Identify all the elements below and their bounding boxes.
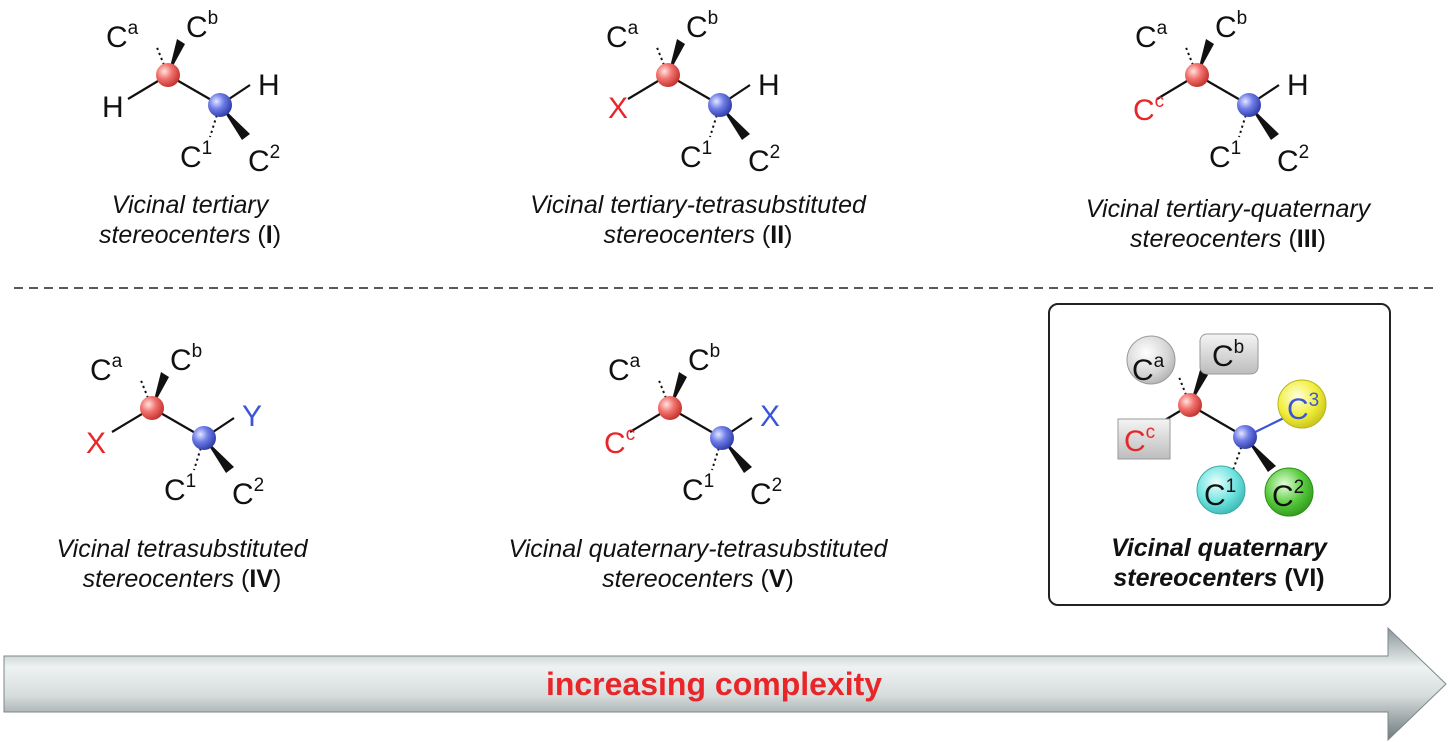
right-stereocenter-ball (710, 426, 734, 450)
cc-highlight (1117, 418, 1171, 460)
c3-highlight (1277, 379, 1327, 429)
caption-line1: Vicinal tetrasubstituted (56, 535, 308, 563)
right-bottom-left-label: C1 (164, 471, 196, 507)
right-bottom-left-label: C1 (680, 138, 712, 174)
left-stereocenter-ball (658, 396, 682, 420)
left-top-right-label: Cb (186, 8, 218, 44)
c2-highlight (1264, 467, 1314, 517)
left-side-label: X (86, 427, 106, 460)
left-top-left-label: Ca (1135, 18, 1168, 54)
right-side-label: Y (242, 400, 262, 433)
cc-label: Cc (1124, 422, 1155, 458)
left-stereocenter-ball (656, 63, 680, 87)
left-top-left-label: Ca (608, 351, 641, 387)
caption-line2: stereocenters (III) (1130, 225, 1326, 253)
left-stereocenter-ball (1178, 393, 1202, 417)
left-top-left-label: Ca (606, 18, 639, 54)
left-top-right-label: Cb (688, 341, 720, 377)
c3-label: C3 (1287, 390, 1319, 426)
caption-line1: Vicinal tertiary (112, 191, 270, 219)
right-side-label: H (758, 69, 780, 102)
right-bottom-left-label: C1 (1209, 138, 1241, 174)
right-bottom-right-label: C2 (232, 475, 264, 511)
right-stereocenter-ball (1233, 425, 1257, 449)
left-top-left-label: Ca (90, 351, 123, 387)
arrow-label: increasing complexity (546, 666, 882, 702)
left-stereocenter-ball (156, 63, 180, 87)
right-stereocenter-ball (1237, 93, 1261, 117)
left-side-label: Cc (1133, 91, 1164, 127)
featured-caption-line2: stereocenters (VI) (1113, 564, 1324, 592)
featured-box (1048, 303, 1391, 606)
right-side-label: H (1287, 69, 1309, 102)
caption-line1: Vicinal quaternary-tetrasubstituted (509, 535, 889, 563)
right-bottom-right-label: C2 (750, 475, 782, 511)
left-side-label: Cc (604, 424, 635, 460)
right-bottom-right-label: C2 (248, 142, 280, 178)
caption-line2: stereocenters (II) (604, 221, 793, 249)
right-bottom-right-label: C2 (748, 142, 780, 178)
right-stereocenter-ball (192, 426, 216, 450)
right-bottom-left-label: C1 (682, 471, 714, 507)
right-stereocenter-ball (208, 93, 232, 117)
featured-caption-line1: Vicinal quaternary (1111, 534, 1328, 562)
c2-label: C2 (1272, 477, 1304, 513)
right-side-label: H (258, 69, 280, 102)
c1-highlight (1196, 465, 1246, 515)
c1-label: C1 (1204, 476, 1236, 512)
left-top-right-label: Cb (170, 341, 202, 377)
featured-structure-vi: Ca Cb Cc C3 C1 C2 (1117, 333, 1327, 517)
caption-line2: stereocenters (I) (99, 221, 281, 249)
ca-highlight (1126, 335, 1176, 385)
right-stereocenter-ball (708, 93, 732, 117)
cb-highlight (1199, 333, 1259, 375)
caption-line1: Vicinal tertiary-quaternary (1086, 195, 1372, 223)
right-side-label: X (760, 400, 780, 433)
cb-label: Cb (1212, 337, 1244, 373)
left-stereocenter-ball (140, 396, 164, 420)
left-side-label: H (102, 91, 124, 124)
caption-line2: stereocenters (IV) (83, 565, 282, 593)
left-top-left-label: Ca (106, 18, 139, 54)
right-bottom-right-label: C2 (1277, 142, 1309, 178)
left-top-right-label: Cb (1215, 8, 1247, 44)
left-top-right-label: Cb (686, 8, 718, 44)
right-bottom-left-label: C1 (180, 138, 212, 174)
caption-line2: stereocenters (V) (602, 565, 794, 593)
left-stereocenter-ball (1185, 63, 1209, 87)
caption-line1: Vicinal tertiary-tetrasubstituted (530, 191, 867, 219)
complexity-arrow (3, 626, 1447, 742)
left-side-label: X (608, 92, 628, 125)
ca-label: Ca (1132, 351, 1165, 387)
